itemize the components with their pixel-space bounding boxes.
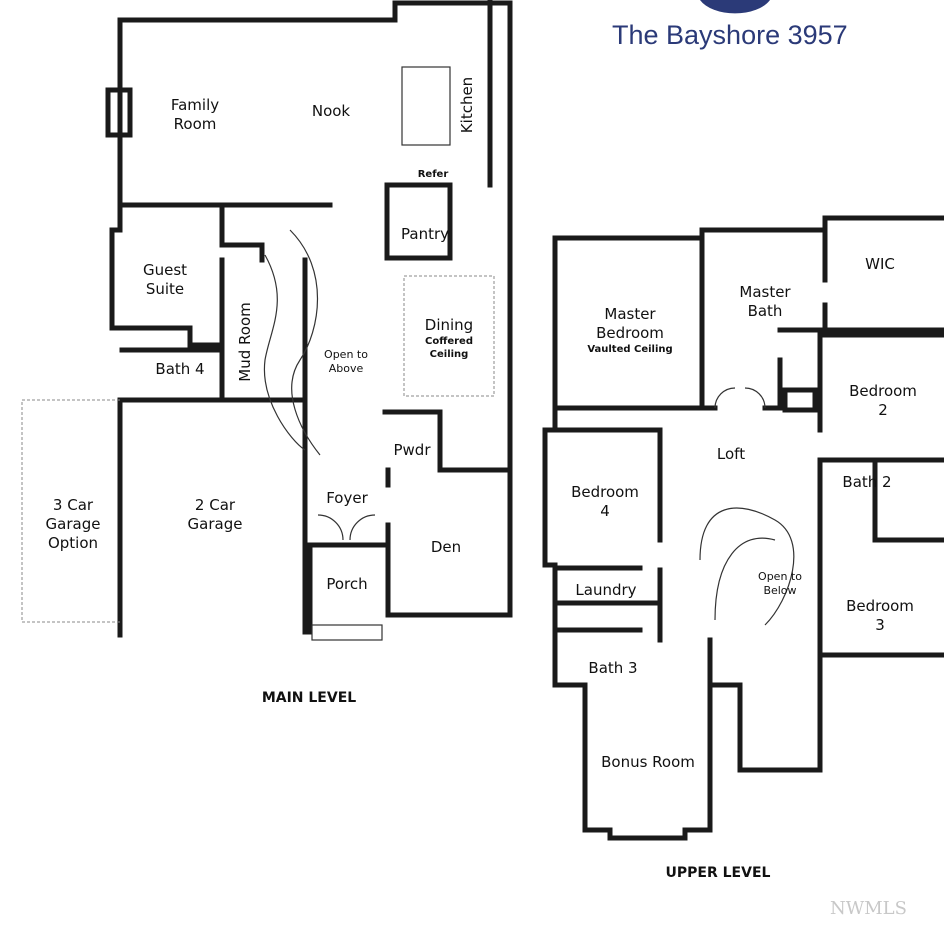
nwmls-watermark: NWMLS (830, 898, 907, 919)
plan-title: The Bayshore 3957 (612, 20, 848, 50)
label-wic: WIC (865, 255, 895, 273)
label-bedroom3-2: 3 (875, 616, 885, 634)
upper-staircase (699, 507, 795, 626)
label-guest-suite-2: Suite (146, 280, 184, 298)
main-level-label: MAIN LEVEL (262, 690, 356, 706)
coffered-ceiling-outline (403, 275, 495, 397)
label-master-bath: Master (739, 283, 791, 301)
label-open-to-below-2: Below (763, 584, 796, 597)
label-bedroom2: Bedroom (849, 382, 917, 400)
label-dining: Dining (425, 316, 473, 334)
label-master-bedroom: Master (604, 305, 656, 323)
label-mud-room: Mud Room (236, 302, 254, 381)
label-garage-option-3: Option (48, 534, 98, 552)
porch-step (311, 624, 383, 641)
label-foyer: Foyer (326, 489, 368, 507)
label-garage-2: Garage (188, 515, 243, 533)
label-nook: Nook (312, 102, 351, 120)
label-garage: 2 Car (195, 496, 236, 514)
label-dining-note: Coffered (425, 336, 473, 347)
label-laundry: Laundry (575, 581, 636, 599)
label-bath3: Bath 3 (588, 659, 637, 677)
main-staircase (263, 229, 321, 456)
label-loft: Loft (717, 445, 745, 463)
logo-circle (700, 0, 770, 14)
label-open-to-below: Open to (758, 570, 802, 583)
label-master-bedroom-2: Bedroom (596, 324, 664, 342)
label-family-room-2: Room (174, 115, 217, 133)
label-refer: Refer (418, 169, 449, 180)
label-pantry: Pantry (401, 225, 449, 243)
label-pwdr: Pwdr (393, 441, 431, 459)
label-dining-note-2: Ceiling (430, 349, 469, 360)
label-master-bath-2: Bath (748, 302, 783, 320)
loft-doors (714, 387, 766, 409)
main-level-walls (105, 0, 513, 638)
label-bedroom2-2: 2 (878, 401, 888, 419)
label-kitchen: Kitchen (458, 77, 476, 133)
label-porch: Porch (326, 575, 367, 593)
label-master-bedroom-note: Vaulted Ceiling (587, 344, 672, 355)
label-garage-option: 3 Car (53, 496, 94, 514)
kitchen-island (401, 66, 451, 146)
label-den: Den (431, 538, 461, 556)
label-guest-suite: Guest (143, 261, 187, 279)
label-open-to-above: Open to (324, 348, 368, 361)
foyer-doors (317, 514, 376, 541)
label-bath4: Bath 4 (155, 360, 204, 378)
label-bedroom4: Bedroom (571, 483, 639, 501)
label-bedroom3: Bedroom (846, 597, 914, 615)
label-family-room: Family (171, 96, 219, 114)
upper-level-walls (542, 215, 944, 841)
label-bedroom4-2: 4 (600, 502, 610, 520)
label-bath2: Bath 2 (842, 473, 891, 491)
label-garage-option-2: Garage (46, 515, 101, 533)
label-open-to-above-2: Above (329, 362, 364, 375)
label-bonus-room: Bonus Room (601, 753, 695, 771)
upper-level-label: UPPER LEVEL (666, 865, 771, 881)
